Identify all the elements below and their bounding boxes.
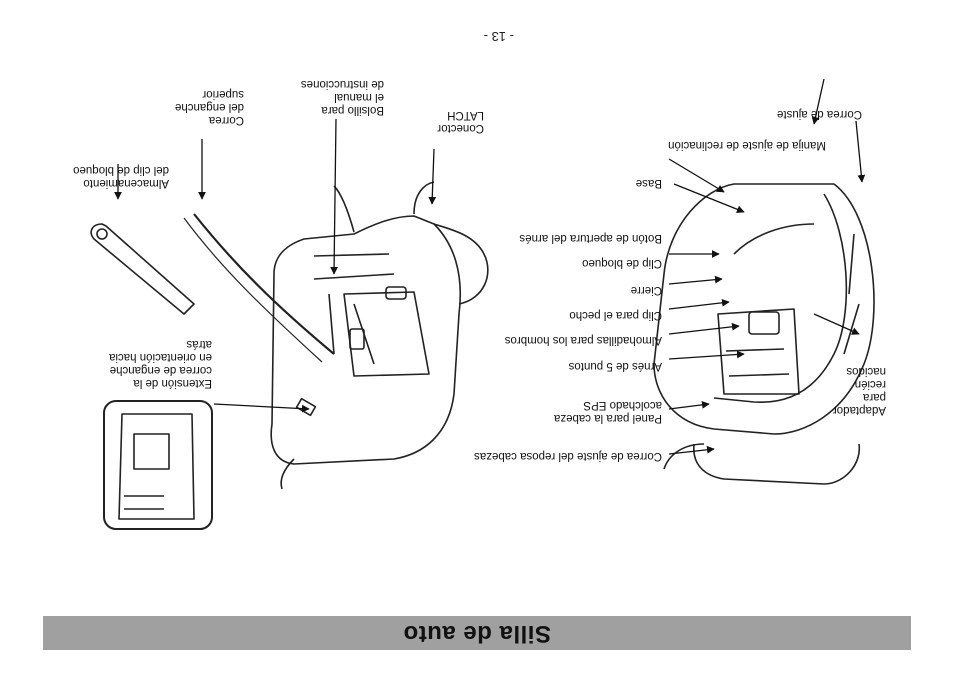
label-eps-panel-line1: Panel para la cabeza (553, 412, 662, 424)
label-five-point: Arnés de 5 puntos (568, 360, 662, 372)
label-clip-storage: Almacenamiento del clip de bloqueo (73, 163, 169, 189)
label-clip-storage-line1: Almacenamiento (83, 177, 169, 189)
label-recline-handle: Manija de ajuste de reclinación (668, 139, 826, 151)
label-latch-line1: Conector (437, 122, 484, 134)
label-newborn-adapter: Adaptador para recién nacidos (833, 364, 886, 416)
label-extension-line3: en orientación hacia (109, 351, 212, 363)
label-locking-clip: Clip de bloqueo (582, 257, 662, 269)
label-latch-line2: LATCH (447, 109, 484, 121)
label-extension-line1: Extensión de la (133, 377, 212, 389)
label-newborn-line2: para (862, 391, 886, 403)
label-extension-line4: atrás (186, 338, 212, 350)
label-clip-storage-line2: del clip de bloqueo (73, 164, 169, 176)
label-top-tether: Correa del enganche superior (175, 87, 244, 126)
label-pocket-line1: Bolsillo para (321, 104, 384, 116)
label-base: Base (635, 177, 662, 189)
label-newborn-line1: Adaptador (832, 404, 886, 416)
leader-arrows (114, 78, 866, 455)
label-tether-extension: Extensión de la correa de enganche en or… (109, 337, 212, 389)
label-top-tether-line3: superior (202, 88, 244, 100)
label-top-tether-line2: del enganche (174, 101, 244, 113)
label-newborn-line4: nacidos (846, 365, 886, 377)
label-strap-adjust: Correa de ajuste (776, 108, 862, 120)
label-top-tether-line1: Correa (208, 114, 244, 126)
label-latch: Conector LATCH (437, 108, 484, 134)
label-eps-panel: Panel para la cabeza acolchado EPS (554, 398, 662, 424)
front-view-seat (653, 183, 875, 485)
label-shoulder-pads: Almohadillas para los hombros (504, 334, 662, 346)
label-eps-panel-line2: acolchado EPS (583, 399, 662, 411)
label-manual-pocket: Bolsillo para el manual de instrucciones (301, 77, 384, 116)
label-extension-line2: correa de enganche (109, 364, 212, 376)
label-newborn-line3: recién (854, 378, 886, 390)
label-chest-clip: Clip para el pecho (569, 309, 662, 321)
rear-view-seat (270, 181, 489, 490)
label-harness-release: Botón de apertura del arnés (519, 232, 662, 244)
label-pocket-line3: de instrucciones (300, 78, 384, 90)
label-headrest-strap: Correa de ajuste del reposa cabezas (474, 450, 662, 462)
label-buckle: Cierre (630, 284, 662, 296)
label-pocket-line2: el manual (334, 91, 384, 103)
